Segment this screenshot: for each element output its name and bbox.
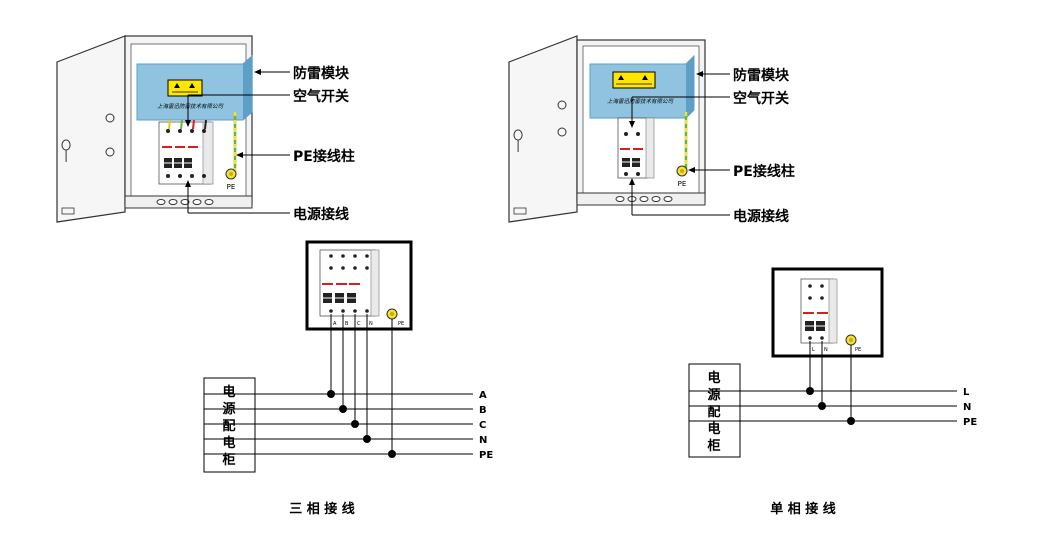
door-lock-icon [513,129,523,152]
panel-char: 柜 [706,438,720,454]
wire-label: N [963,402,971,413]
arrow-icon [185,120,191,127]
wire-label: L [963,387,970,398]
door-lock-icon [61,139,71,162]
warning-icon [642,75,648,80]
label-air-switch: 空气开关 [293,88,349,105]
three-phase-caption: 三 相 接 线 [289,501,355,517]
panel-char: 配 [707,405,720,420]
left-cabinet: 上海雷迅防雷技术有限公司 PE 防雷模块 空气开关 [56,35,355,223]
wire-label: PE [479,450,493,461]
breaker-screw-row [166,129,206,178]
label-surge-module: 防雷模块 [293,65,350,82]
door-nameplate [513,207,527,215]
left-cabinet-door [56,35,126,223]
panel-char: 电 [707,421,720,437]
arrow-icon [696,71,703,77]
air-switch-side [202,121,214,185]
arrow-icon [629,121,635,128]
surge-module-side [243,56,252,120]
warning-icon [174,83,180,88]
wire-label: PE [963,417,977,428]
pe-tag: PE [678,180,687,188]
junction-dot [351,420,359,428]
door-nameplate [61,207,75,215]
arrow-icon [688,167,695,173]
junction-dot [818,402,826,410]
wire-label: C [479,420,486,431]
label-power-wiring: 电源接线 [293,206,349,223]
pe-tag: PE [398,321,404,327]
junction-dot [363,435,371,443]
junction-dot [327,390,335,398]
surge-module-side [686,56,694,118]
single-phase-diagram: L N PE 电 源 配 电 柜 L N PE 单 相 接 线 [688,267,977,517]
right-cabinet: 上海雷迅防雷技术有限公司 PE 防雷模块 空气开关 PE接线柱 电源接线 [508,35,795,225]
wire-label: B [479,405,487,416]
right-cabinet-door [508,35,578,223]
label-power-wiring: 电源接线 [733,208,789,225]
distribution-panel [688,363,741,458]
module-brand-text: 上海雷迅防雷技术有限公司 [157,103,224,110]
single-phase-caption: 单 相 接 线 [770,501,836,517]
label-pe-post: PE接线柱 [293,148,355,165]
junction-dot [388,450,396,458]
door-hinge-icon [557,127,567,137]
terminal-label: N [824,347,828,353]
wire-label: N [479,435,487,446]
terminal-label: A [333,321,337,327]
panel-char: 源 [707,387,720,403]
cable-gland-row [615,196,673,202]
single-phase-breaker [800,278,834,344]
terminal-label: L [812,347,815,353]
panel-char: 电 [707,370,720,386]
arrow-icon [254,69,261,75]
warning-label [167,79,203,97]
warning-icon [618,75,624,80]
panel-char: 柜 [221,452,235,468]
junction-dot [847,417,855,425]
terminal-label: B [345,321,349,327]
label-air-switch: 空气开关 [733,90,789,107]
pe-tag: PE [227,183,236,191]
warning-icon [189,83,195,88]
label-pe-post: PE接线柱 [733,163,795,180]
arrow-icon [185,180,191,187]
door-hinge-icon [105,113,115,123]
wire-label: A [479,390,487,401]
arrow-icon [629,178,635,185]
door-hinge-icon [557,100,567,110]
panel-char: 配 [222,419,235,434]
label-surge-module: 防雷模块 [733,67,790,84]
junction-dot [806,387,814,395]
terminal-label: N [369,321,373,327]
terminal-label: C [357,321,361,327]
door-hinge-icon [105,147,115,157]
cable-gland-row [156,199,214,205]
module-brand-text: 上海雷迅防雷技术有限公司 [607,98,674,105]
panel-char: 电 [222,384,235,400]
three-phase-diagram: A B C N PE 电 源 配 电 柜 A B C N PE [203,240,493,517]
air-switch-side [645,117,655,179]
pe-tag: PE [855,347,861,353]
arrow-icon [236,152,243,158]
panel-char: 电 [222,435,235,451]
junction-dot [339,405,347,413]
